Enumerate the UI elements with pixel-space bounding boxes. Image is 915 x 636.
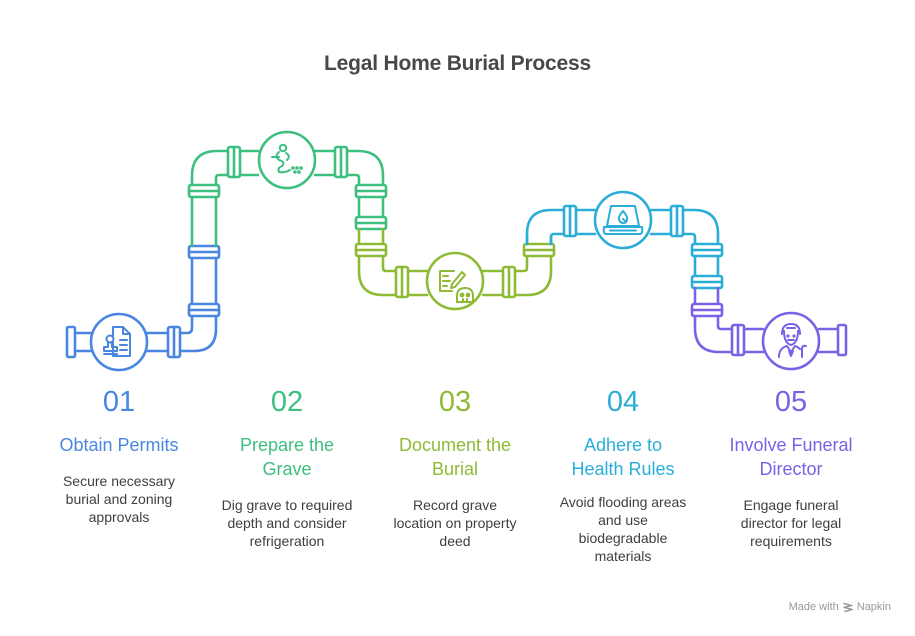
step-description: Secure necessary burial and zoning appro… xyxy=(39,472,199,526)
step-heading: Involve Funeral Director xyxy=(711,433,871,481)
pipe-segment-step5 xyxy=(690,286,848,357)
step-heading-line1: Obtain Permits xyxy=(59,435,179,455)
pipe-segment-step1 xyxy=(65,244,221,359)
step-number: 02 xyxy=(270,386,304,418)
elderly-man-cane-icon xyxy=(778,323,807,358)
description-line: Secure necessary xyxy=(62,473,176,489)
document-pencil-skull-icon xyxy=(439,270,474,303)
step-heading-line1: Prepare the xyxy=(239,435,335,455)
step-description: Record grave location on property deed xyxy=(375,496,535,550)
step-heading: Adhere to Health Rules xyxy=(543,433,703,481)
step-description: Engage funeral director for legal requir… xyxy=(711,496,871,550)
description-line: and use xyxy=(598,512,648,528)
made-with-label: Made with xyxy=(788,601,839,613)
pipe-segment-step2 xyxy=(187,145,388,248)
napkin-logo-icon xyxy=(843,602,853,612)
step-number: 01 xyxy=(102,386,136,418)
description-line: location on property xyxy=(393,515,517,531)
pipe-segment-step4 xyxy=(525,204,724,290)
step-heading-line2: Health Rules xyxy=(571,459,675,479)
step-heading: Prepare the Grave xyxy=(207,433,367,481)
description-line: burial and zoning xyxy=(65,491,173,507)
description-line: Record grave xyxy=(412,497,498,513)
page-title: Legal Home Burial Process xyxy=(324,52,591,75)
step-description: Dig grave to required depth and consider… xyxy=(207,496,367,550)
step-number: 03 xyxy=(438,386,472,418)
person-digging-icon xyxy=(271,143,303,174)
step-heading-line2: Director xyxy=(759,459,823,479)
description-line: refrigeration xyxy=(249,533,325,549)
description-line: biodegradable xyxy=(578,530,668,546)
description-line: requirements xyxy=(750,533,832,549)
description-line: materials xyxy=(594,548,652,564)
step-heading: Document the Burial xyxy=(375,433,535,481)
step-heading: Obtain Permits xyxy=(39,433,199,457)
made-with-napkin-badge[interactable]: Made with Napkin xyxy=(789,601,891,613)
step-heading-line1: Adhere to xyxy=(583,435,663,455)
description-line: director for legal xyxy=(740,515,842,531)
pipe-segment-step3 xyxy=(354,227,556,299)
step-heading-line1: Involve Funeral xyxy=(729,435,853,455)
description-line: approvals xyxy=(88,509,150,525)
step-heading-line2: Grave xyxy=(262,459,312,479)
node-step1 xyxy=(89,312,149,372)
water-drop-container-icon xyxy=(602,205,644,235)
description-line: depth and consider xyxy=(227,515,347,531)
step-number: 04 xyxy=(606,386,640,418)
description-line: Avoid flooding areas xyxy=(559,494,687,510)
description-line: Engage funeral xyxy=(743,497,839,513)
napkin-brand-label: Napkin xyxy=(856,601,891,613)
description-line: deed xyxy=(439,533,471,549)
permit-stamp-document-icon xyxy=(103,326,131,357)
step-heading-line1: Document the xyxy=(398,435,512,455)
step-heading-line2: Burial xyxy=(431,459,479,479)
description-line: Dig grave to required xyxy=(221,497,353,513)
step-number: 05 xyxy=(774,386,808,418)
step-description: Avoid flooding areas and use biodegradab… xyxy=(543,493,703,565)
